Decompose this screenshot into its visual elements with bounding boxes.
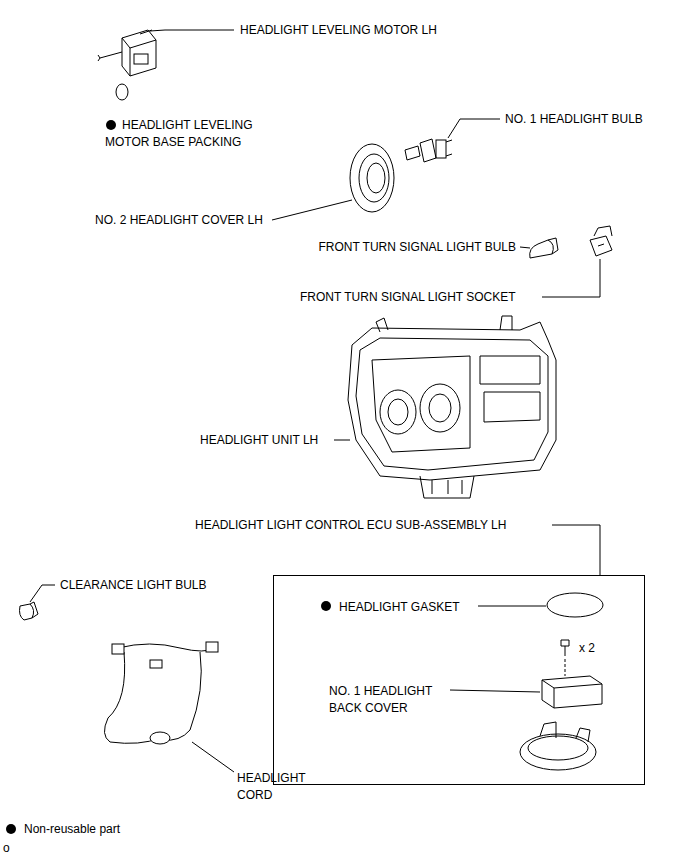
leader-line xyxy=(334,440,350,441)
leader-line xyxy=(448,119,500,138)
leader-line xyxy=(30,585,55,602)
leader-line xyxy=(150,30,234,31)
part-label: FRONT TURN SIGNAL LIGHT SOCKET xyxy=(300,289,516,305)
part-label: HEADLIGHT CORD xyxy=(237,770,317,804)
packing-ring xyxy=(116,84,128,100)
part-label: NO. 1 HEADLIGHT BULB xyxy=(505,111,643,127)
ecu-module xyxy=(542,676,602,708)
non-reusable-dot xyxy=(106,120,116,130)
part-label: HEADLIGHT LEVELING MOTOR BASE PACKING xyxy=(105,117,280,151)
quantity-label: x 2 xyxy=(579,640,595,656)
turn-signal-socket xyxy=(590,226,612,256)
leveling-motor xyxy=(98,30,156,76)
leader-line xyxy=(192,742,234,772)
non-reusable-dot xyxy=(321,601,331,611)
part-label: FRONT TURN SIGNAL LIGHT BULB xyxy=(270,239,516,255)
leader-line xyxy=(272,200,352,220)
part-label: NO. 2 HEADLIGHT COVER LH xyxy=(95,212,263,228)
stray-mark: o xyxy=(3,840,10,855)
clearance-bulb xyxy=(20,602,39,620)
part-label: HEADLIGHT UNIT LH xyxy=(200,432,318,448)
headlight-gasket xyxy=(547,593,603,617)
legend-entry: Non-reusable part xyxy=(24,821,120,837)
part-label: HEADLIGHT LEVELING MOTOR LH xyxy=(240,22,437,38)
headlight-cord xyxy=(104,642,218,744)
part-label: HEADLIGHT GASKET xyxy=(339,599,459,615)
back-cover xyxy=(520,722,596,770)
headlight-cover xyxy=(350,144,394,212)
legend-dot xyxy=(6,824,16,834)
screw xyxy=(561,640,569,656)
part-label: HEADLIGHT LIGHT CONTROL ECU SUB-ASSEMBLY… xyxy=(195,517,506,533)
leader-line xyxy=(520,247,530,248)
leader-line xyxy=(542,259,600,297)
dashed-line xyxy=(565,659,566,676)
headlight-unit xyxy=(348,316,556,498)
headlight-bulb xyxy=(405,139,452,162)
leader-line xyxy=(478,606,546,607)
legend-text: Non-reusable part xyxy=(24,822,120,836)
part-label: CLEARANCE LIGHT BULB xyxy=(60,577,207,593)
leader-line xyxy=(450,690,540,692)
part-label: NO. 1 HEADLIGHT BACK COVER xyxy=(329,683,449,717)
turn-signal-bulb xyxy=(530,238,558,258)
sub-assembly-box: HEADLIGHT GASKET x 2 NO. 1 HEADLIGHT BACK … xyxy=(273,575,645,785)
leader-line xyxy=(552,525,600,575)
